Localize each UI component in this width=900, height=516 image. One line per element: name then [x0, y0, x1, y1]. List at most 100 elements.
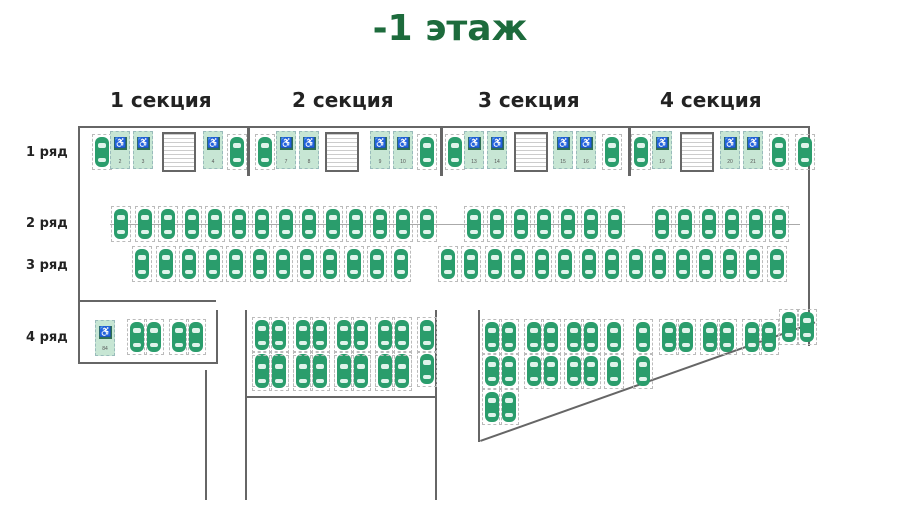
parking-spot-car — [770, 249, 784, 279]
outer-wall-right — [808, 126, 810, 346]
row-axis-line — [110, 224, 800, 225]
parking-spot — [699, 206, 719, 242]
parking-spot-car — [395, 358, 409, 388]
parking-spot-car — [662, 322, 676, 352]
spot-number: 14 — [494, 159, 500, 165]
parking-spot-car — [296, 320, 310, 350]
parking-spot — [482, 389, 502, 425]
parking-spot — [532, 246, 552, 282]
parking-spot — [581, 319, 601, 355]
parking-spot-car — [544, 322, 558, 352]
parking-spot-car — [378, 358, 392, 388]
parking-spot-car — [296, 358, 310, 388]
outer-wall-left — [78, 126, 80, 364]
spot-number: 8 — [307, 159, 311, 165]
parking-spot — [351, 355, 371, 391]
parking-spot — [156, 246, 176, 282]
parking-spot — [722, 206, 742, 242]
parking-spot-car — [749, 209, 763, 239]
parking-spot-car — [326, 209, 340, 239]
parking-spot-car — [394, 249, 408, 279]
parking-spot — [676, 319, 696, 355]
spot-number: 16 — [583, 159, 589, 165]
section-1-label: 1 секция — [110, 88, 212, 112]
parking-spot-car — [605, 249, 619, 279]
wall-segment — [205, 370, 207, 500]
wheelchair-icon: ♿ — [280, 137, 293, 150]
parking-spot-car — [347, 249, 361, 279]
row-3-label: 3 ряд — [26, 258, 68, 273]
spot-number: 3 — [141, 159, 145, 165]
accessible-spot: ♿ 21 — [743, 131, 763, 169]
parking-spot-car — [725, 209, 739, 239]
accessible-spot: ♿14 — [487, 131, 507, 169]
parking-spot — [276, 206, 296, 242]
parking-spot-car — [502, 356, 516, 386]
wheelchair-icon: ♿ — [397, 137, 410, 150]
parking-spot-car — [323, 249, 337, 279]
parking-spot-car — [485, 392, 499, 422]
parking-spot — [367, 246, 387, 282]
spot-number: 20 — [727, 159, 733, 165]
parking-spot-car — [302, 209, 316, 239]
parking-spot-car — [527, 322, 541, 352]
parking-spot — [186, 319, 206, 355]
parking-spot — [351, 317, 371, 353]
parking-spot — [633, 353, 653, 389]
parking-spot-car — [395, 320, 409, 350]
parking-spot — [144, 319, 164, 355]
parking-spot — [375, 317, 395, 353]
parking-spot — [581, 206, 601, 242]
row-4-label: 4 ряд — [26, 330, 68, 345]
wheelchair-icon: ♿ — [303, 137, 316, 150]
parking-spot-car — [584, 209, 598, 239]
parking-spot — [555, 246, 575, 282]
parking-spot-car — [420, 320, 434, 350]
row-2-label: 2 ряд — [26, 216, 68, 231]
wheelchair-icon: ♿ — [207, 137, 220, 150]
parking-spot — [564, 319, 584, 355]
parking-spot — [499, 319, 519, 355]
spot-number: 21 — [750, 159, 756, 165]
accessible-spot: ♿3 — [133, 131, 153, 169]
parking-spot-car — [535, 249, 549, 279]
parking-spot-car — [420, 209, 434, 239]
wheelchair-icon: ♿ — [557, 137, 570, 150]
accessible-spot: ♿ 10 — [393, 131, 413, 169]
parking-spot — [370, 206, 390, 242]
parking-spot — [508, 246, 528, 282]
accessible-spot: ♿15 — [553, 131, 573, 169]
wheelchair-icon: ♿ — [374, 137, 387, 150]
parking-spot — [393, 206, 413, 242]
parking-spot — [626, 246, 646, 282]
parking-spot — [797, 309, 817, 345]
parking-spot-car — [608, 209, 622, 239]
parking-spot — [438, 246, 458, 282]
parking-spot-car — [561, 209, 575, 239]
parking-spot-car — [420, 354, 434, 384]
parking-spot — [346, 206, 366, 242]
parking-spot — [602, 134, 622, 170]
parking-spot-car — [584, 356, 598, 386]
parking-spot-car — [629, 249, 643, 279]
parking-spot — [297, 246, 317, 282]
parking-spot-car — [370, 249, 384, 279]
parking-spot — [564, 353, 584, 389]
parking-spot-car — [800, 312, 814, 342]
parking-spot-car — [441, 249, 455, 279]
parking-spot — [320, 246, 340, 282]
parking-spot-car — [147, 322, 161, 352]
parking-spot — [417, 206, 437, 242]
wheelchair-icon: ♿ — [137, 137, 150, 150]
parking-spot-car — [723, 249, 737, 279]
parking-spot — [700, 319, 720, 355]
parking-spot — [227, 134, 247, 170]
parking-spot — [482, 319, 502, 355]
parking-spot — [255, 134, 275, 170]
spot-number: 10 — [400, 159, 406, 165]
parking-spot — [392, 317, 412, 353]
spot-number: 13 — [471, 159, 477, 165]
wheelchair-icon: ♿ — [747, 137, 760, 150]
parking-spot-car — [702, 209, 716, 239]
parking-spot — [127, 319, 147, 355]
